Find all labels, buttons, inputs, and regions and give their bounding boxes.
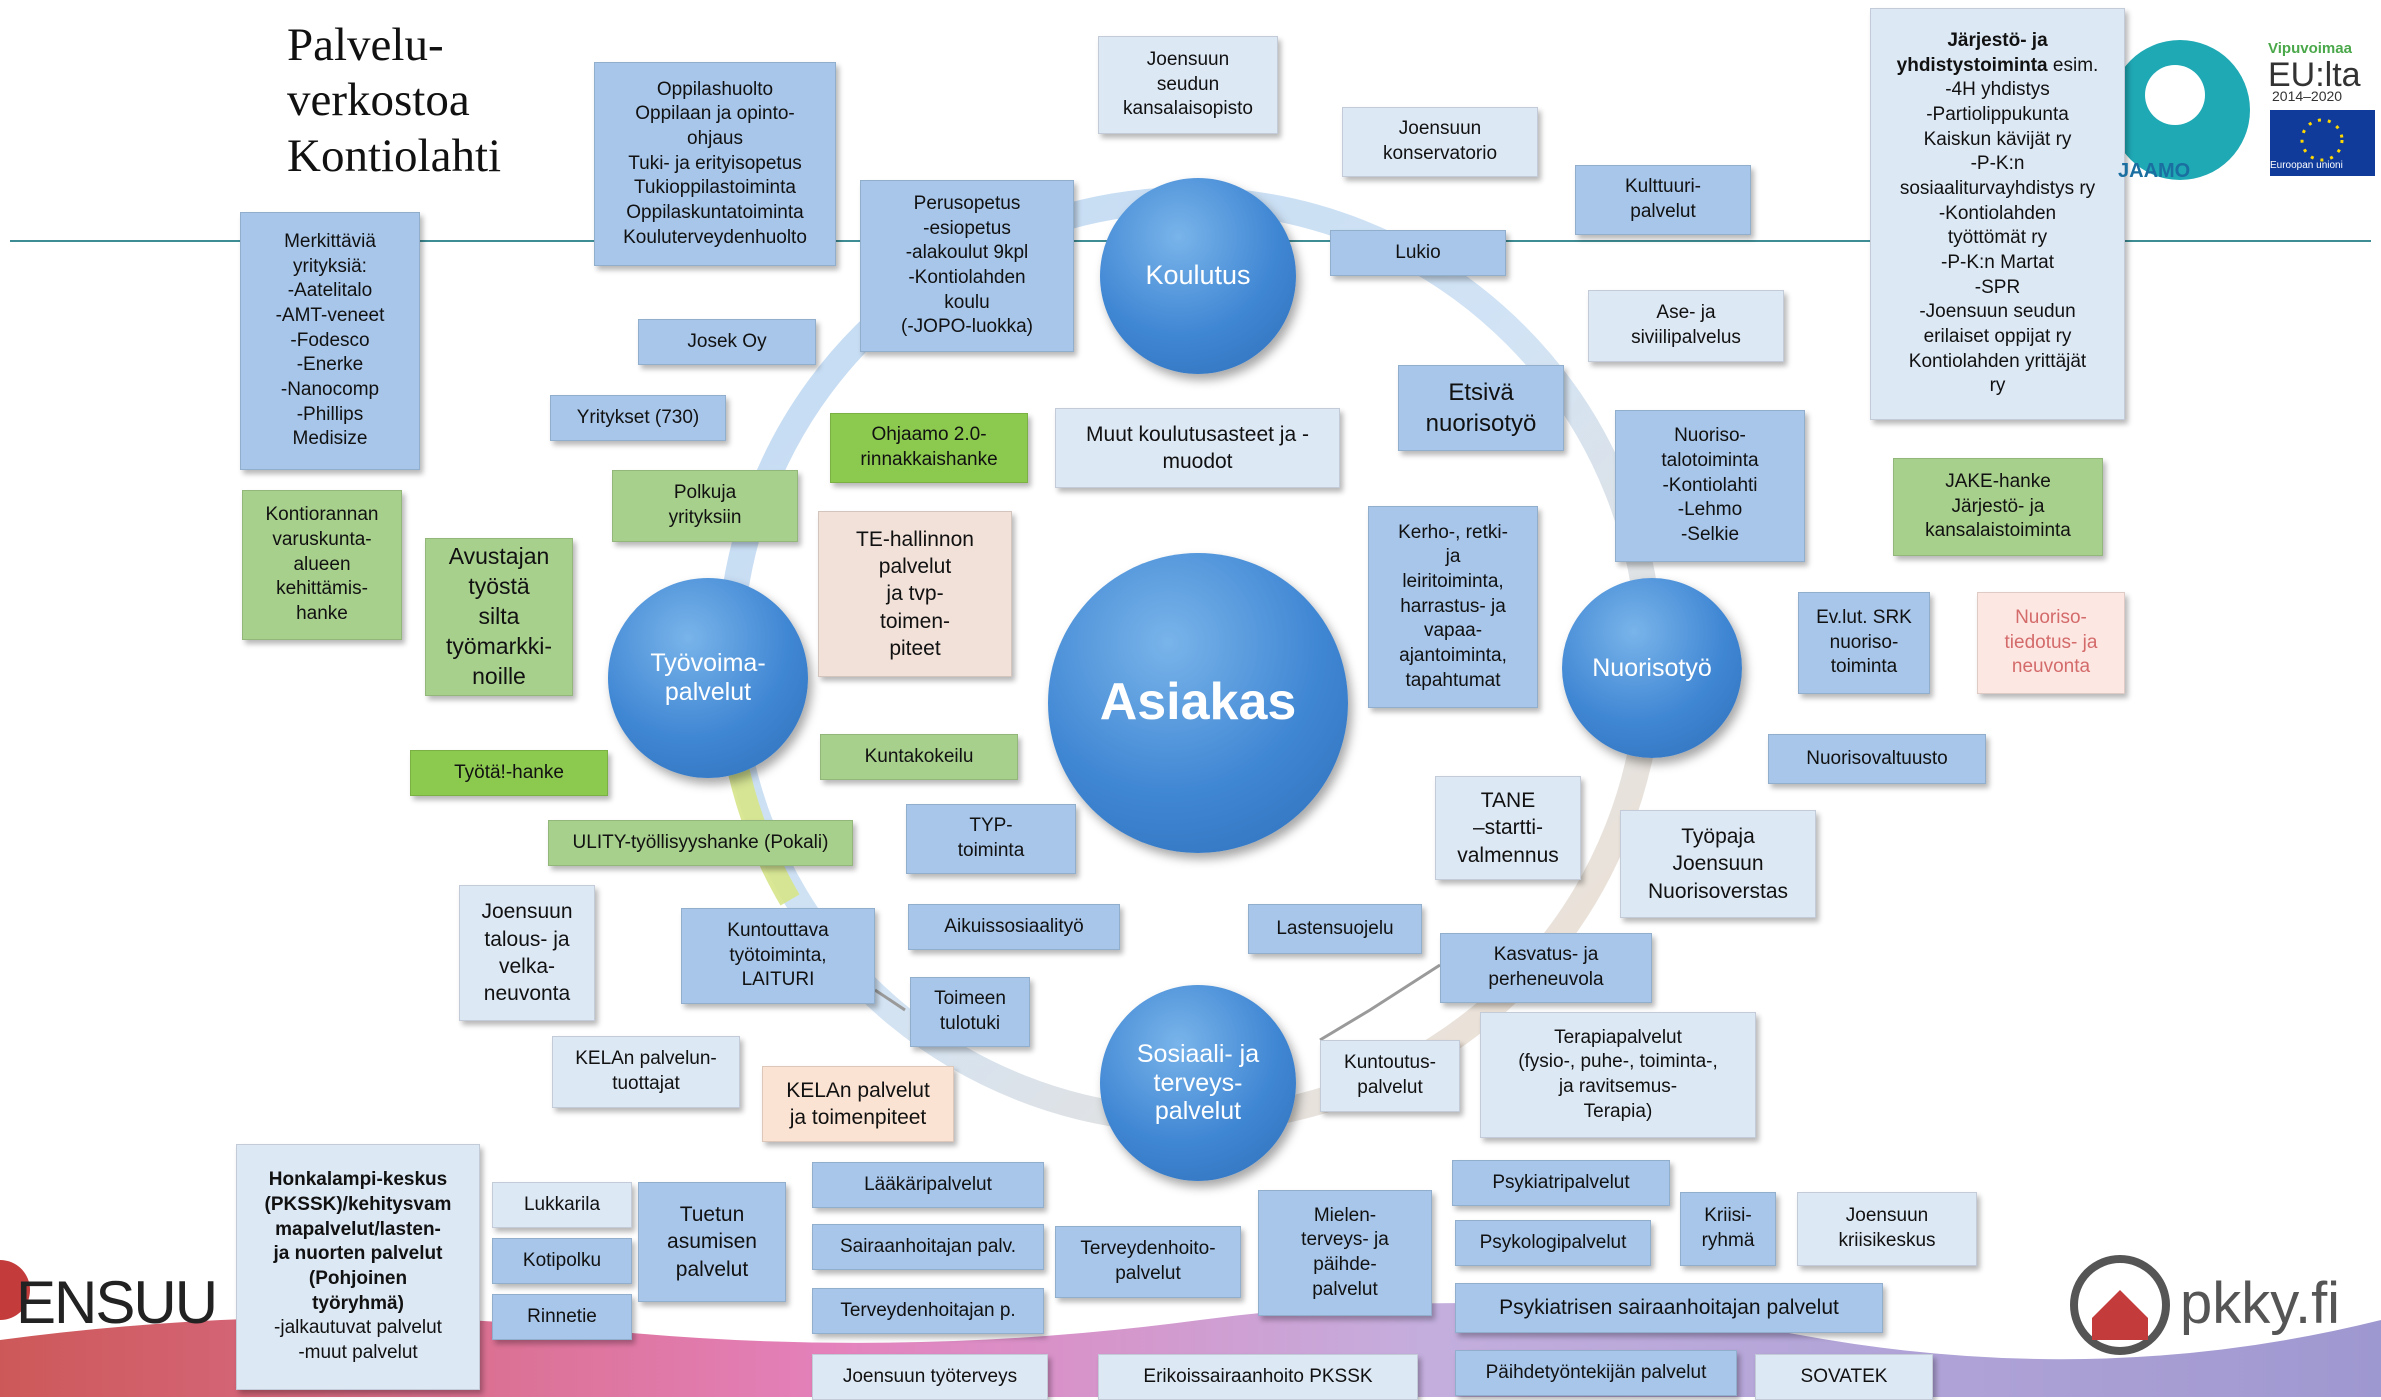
box-laakaripalvelut: Lääkäripalvelut: [812, 1162, 1044, 1208]
box-rinnetie: Rinnetie: [492, 1294, 632, 1340]
hub-koulutus: Koulutus: [1100, 178, 1296, 374]
logo-ohjaamo-inner: [2145, 65, 2205, 125]
box-nuorisotalo: Nuoriso- talotoiminta -Kontiolahti -Lehm…: [1615, 410, 1805, 562]
box-psykiatrisen-sairaanhoitajan: Psykiatrisen sairaanhoitajan palvelut: [1455, 1283, 1883, 1333]
box-yritykset-730: Yritykset (730): [550, 395, 726, 441]
logo-years: 2014–2020: [2272, 88, 2343, 104]
box-konservatorio: Joensuun konservatorio: [1342, 107, 1538, 177]
box-kriisikeskus: Joensuun kriisikeskus: [1797, 1192, 1977, 1266]
box-polkuja: Polkuja yrityksiin: [612, 470, 798, 542]
box-kelan-tuottajat: KELAn palvelun- tuottajat: [552, 1036, 740, 1108]
box-lastensuojelu: Lastensuojelu: [1248, 904, 1422, 954]
box-ase-siviilipalvelus: Ase- ja siviilipalvelus: [1588, 290, 1784, 362]
jarjesto-suffix: esim.: [2047, 54, 2099, 76]
box-terapiapalvelut: Terapiapalvelut (fysio-, puhe-, toiminta…: [1480, 1012, 1756, 1138]
box-terveydenhoitaja: Terveydenhoitajan p.: [812, 1288, 1044, 1334]
box-etsiva-nuorisotyo: Etsivä nuorisotyö: [1398, 365, 1564, 451]
box-kotipolku: Kotipolku: [492, 1238, 632, 1284]
box-typ: TYP- toiminta: [906, 804, 1076, 874]
logo-vipuvoimaa: Vipuvoimaa: [2268, 40, 2352, 57]
hub-sote: Sosiaali- ja terveys- palvelut: [1100, 985, 1296, 1181]
box-kasvatus-perheneuvola: Kasvatus- ja perheneuvola: [1440, 933, 1652, 1003]
box-merkittavia-yrityksia: Merkittäviä yrityksiä: -Aatelitalo -AMT-…: [240, 212, 420, 470]
center-hub-asiakas: Asiakas: [1048, 553, 1348, 853]
box-erikoissairaanhoito: Erikoissairaanhoito PKSSK: [1098, 1354, 1418, 1400]
box-lukio: Lukio: [1330, 230, 1506, 276]
box-ohjaamo: Ohjaamo 2.0- rinnakkaishanke: [830, 413, 1028, 483]
box-muut-koulutusasteet: Muut koulutusasteet ja - muodot: [1055, 408, 1340, 488]
box-kuntakokeilu: Kuntakokeilu: [820, 734, 1018, 780]
box-oppilashuolto: Oppilashuolto Oppilaan ja opinto- ohjaus…: [594, 62, 836, 266]
box-sairaanhoitaja: Sairaanhoitajan palv.: [812, 1224, 1044, 1270]
pkky-logo-house: [2092, 1290, 2148, 1340]
box-kerho: Kerho-, retki- ja leiritoiminta, harrast…: [1368, 506, 1538, 708]
box-terveydenhoitopalvelut: Terveydenhoito- palvelut: [1055, 1226, 1241, 1298]
hub-tyovoima: Työvoima- palvelut: [608, 578, 808, 778]
logo-eu-label: Euroopan unioni: [2270, 160, 2343, 171]
box-avustajan: Avustajan työstä silta työmarkki- noille: [425, 538, 573, 696]
page-title: Palvelu- verkostoa Kontiolahti: [287, 19, 502, 182]
hub-nuorisotyo: Nuorisotyö: [1562, 578, 1742, 758]
logo-eu-lta: EU:lta: [2268, 56, 2361, 94]
jarjesto-title: Järjestö- ja yhdistystoiminta: [1896, 29, 2048, 76]
box-psykiatripalvelut: Psykiatripalvelut: [1452, 1160, 1670, 1206]
box-talous-velkaneuvonta: Joensuun talous- ja velka- neuvonta: [459, 885, 595, 1021]
box-ulity: ULITY-työllisyyshanke (Pokali): [548, 820, 853, 866]
honkalampi-title: Honkalampi-keskus (PKSSK)/kehitysvam map…: [264, 1169, 452, 1314]
box-sovatek: SOVATEK: [1755, 1354, 1933, 1400]
box-kontiorannan: Kontiorannan varuskunta- alueen kehittäm…: [242, 490, 402, 640]
box-tane: TANE –startti- valmennus: [1435, 776, 1581, 880]
logo-ohjaamo-text: JAAMO: [2118, 160, 2191, 182]
connector-kuntouttava: [874, 988, 906, 1012]
box-lukkarila: Lukkarila: [492, 1182, 632, 1228]
box-kriisiryhma: Kriisi- ryhmä: [1680, 1192, 1776, 1266]
box-tyoterveys: Joensuun työterveys: [812, 1354, 1048, 1400]
eu-flag: [2270, 110, 2375, 176]
yritykset-title: Merkittäviä yrityksiä:: [284, 230, 376, 277]
box-tuetun-asumisen: Tuetun asumisen palvelut: [638, 1182, 786, 1302]
box-kuntoutuspalvelut: Kuntoutus- palvelut: [1320, 1040, 1460, 1112]
box-mielenterveys: Mielen- terveys- ja päihde- palvelut: [1258, 1190, 1432, 1316]
box-kulttuuri: Kulttuuri- palvelut: [1575, 165, 1751, 235]
box-nuorisovaltuusto: Nuorisovaltuusto: [1768, 734, 1986, 784]
box-nuorisotiedotus: Nuoriso- tiedotus- ja neuvonta: [1977, 592, 2125, 694]
box-perusopetus: Perusopetus -esiopetus -alakoulut 9kpl -…: [860, 180, 1074, 352]
logo-pkky: pkky.fi: [2180, 1271, 2341, 1336]
jarjesto-list: -4H yhdistys -Partiolippukunta Kaiskun k…: [1899, 79, 2096, 397]
logo-joensuu: ENSUU: [16, 1269, 218, 1336]
honkalampi-rest: -jalkautuvat palvelut -muut palvelut: [274, 1317, 442, 1364]
box-kelan-toimenpiteet: KELAn palvelut ja toimenpiteet: [762, 1066, 954, 1142]
box-kuntouttava: Kuntouttava työtoiminta, LAITURI: [681, 908, 875, 1004]
eu-stars: [2300, 118, 2344, 162]
box-te-hallinto: TE-hallinnon palvelut ja tvp- toimen- pi…: [818, 511, 1012, 677]
box-evlut: Ev.lut. SRK nuoriso- toiminta: [1798, 592, 1930, 694]
box-tyopaja: Työpaja Joensuun Nuorisoverstas: [1620, 810, 1816, 918]
box-honkalampi: Honkalampi-keskus (PKSSK)/kehitysvam map…: [236, 1144, 480, 1390]
yritykset-list: -Aatelitalo -AMT-veneet -Fodesco -Enerke…: [275, 280, 385, 450]
box-toimeentulotuki: Toimeen tulotuki: [910, 977, 1030, 1047]
box-jarjesto: Järjestö- ja yhdistystoiminta esim. -4H …: [1870, 8, 2125, 420]
box-jake-hanke: JAKE-hanke Järjestö- ja kansalaistoimint…: [1893, 458, 2103, 556]
pkky-logo-mark: [2070, 1255, 2170, 1355]
box-josek: Josek Oy: [638, 319, 816, 365]
joensuu-logo-mark: [0, 1260, 30, 1320]
box-aikuissosiaalityo: Aikuissosiaalityö: [908, 904, 1120, 950]
box-psykologipalvelut: Psykologipalvelut: [1455, 1220, 1651, 1266]
box-tyota-hanke: Työtä!-hanke: [410, 750, 608, 796]
box-kansalaisopisto: Joensuun seudun kansalaisopisto: [1098, 36, 1278, 134]
box-paihdetyontekija: Päihdetyöntekijän palvelut: [1455, 1350, 1737, 1396]
connector-kasvatus: [1319, 963, 1441, 1042]
